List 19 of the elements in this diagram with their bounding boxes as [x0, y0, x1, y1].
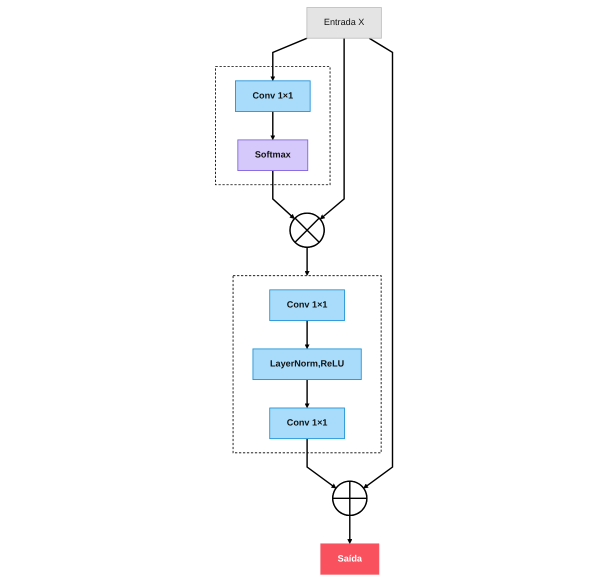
node-box: Conv 1×1: [269, 408, 345, 440]
cluster: [215, 66, 330, 186]
node-box: Softmax: [237, 139, 308, 171]
arrow: [270, 112, 276, 140]
arrow: [304, 247, 310, 276]
cluster: [232, 275, 382, 454]
node-box: Saída: [320, 543, 380, 575]
arrow: [270, 38, 308, 82]
node-box: Conv 1×1: [269, 289, 345, 321]
arrow: [320, 38, 345, 220]
arrow: [363, 38, 394, 488]
arrow: [306, 438, 336, 488]
arrow: [304, 380, 310, 408]
arrow: [304, 320, 310, 350]
node-box: LayerNorm,ReLU: [252, 348, 362, 380]
node-box: Conv 1×1: [234, 80, 311, 112]
arrow: [272, 170, 295, 219]
arrow: [347, 515, 352, 544]
node-box: Entrada X: [306, 7, 382, 39]
